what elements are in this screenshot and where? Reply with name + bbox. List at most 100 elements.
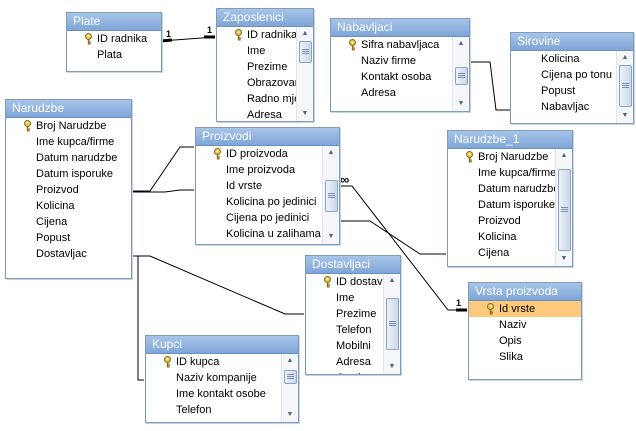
- field-id-vrste[interactable]: Id vrste: [469, 301, 581, 317]
- field-opis[interactable]: Opis: [469, 333, 581, 349]
- vertical-scrollbar[interactable]: ▲▼: [616, 51, 633, 123]
- field-ime-kupca-firme[interactable]: Ime kupca/firme: [6, 134, 131, 150]
- field-kolicina-u-zalihama[interactable]: Kolicina u zalihama: [196, 226, 322, 242]
- field-datum-isporuke[interactable]: Datum isporuke: [6, 166, 131, 182]
- field-datum-isporuke[interactable]: Datum isporuke: [448, 197, 555, 213]
- field-grad[interactable]: Grad: [306, 370, 383, 374]
- field-ime[interactable]: Ime: [306, 290, 383, 306]
- field-kolicina-po-jedinici[interactable]: Kolicina po jedinici: [196, 194, 322, 210]
- table-title[interactable]: Plate: [67, 13, 161, 31]
- scroll-down-arrow-icon[interactable]: ▼: [327, 233, 335, 240]
- field-ime[interactable]: Ime: [217, 43, 296, 59]
- vertical-scrollbar[interactable]: ▲▼: [555, 149, 572, 266]
- field-proizvod[interactable]: Proizvod: [448, 213, 555, 229]
- field-id-vrste[interactable]: Id vrste: [196, 178, 322, 194]
- scroll-up-arrow-icon[interactable]: ▲: [388, 277, 396, 284]
- field-datum-narudzbe[interactable]: Datum narudzbe: [448, 181, 555, 197]
- field-dostavljac[interactable]: Dostavljac: [6, 246, 131, 262]
- field-datum-narudzbe[interactable]: Datum narudzbe: [6, 150, 131, 166]
- scroll-up-arrow-icon[interactable]: ▲: [286, 357, 294, 364]
- scroll-down-arrow-icon[interactable]: ▼: [388, 363, 396, 370]
- scroll-down-arrow-icon[interactable]: ▼: [301, 110, 309, 117]
- field-obrazovanje[interactable]: Obrazovanje: [217, 75, 296, 91]
- field-id-radnika[interactable]: ID radnika: [67, 31, 161, 47]
- scroll-thumb[interactable]: [325, 180, 338, 212]
- field-id-dostavljaca[interactable]: ID dostavljaca: [306, 274, 383, 290]
- table-title[interactable]: Zaposlenici: [217, 9, 313, 27]
- field-mobilni[interactable]: Mobilni: [306, 338, 383, 354]
- table-title[interactable]: Narudzbe: [6, 100, 131, 118]
- field-prezime[interactable]: Prezime: [306, 306, 383, 322]
- field-cijena[interactable]: Cijena: [6, 214, 131, 230]
- field-slika[interactable]: Slika: [469, 349, 581, 365]
- scroll-up-arrow-icon[interactable]: ▲: [457, 40, 465, 47]
- table-title[interactable]: Kupci: [146, 336, 298, 354]
- scroll-thumb[interactable]: [558, 169, 571, 251]
- table-title[interactable]: Narudzbe_1: [448, 131, 572, 149]
- field-adresa[interactable]: Adresa: [331, 85, 452, 101]
- scroll-up-arrow-icon[interactable]: ▲: [560, 152, 568, 159]
- field-sifra-nabavljaca[interactable]: Sifra nabavljaca: [331, 37, 452, 53]
- field-kontakt-osoba[interactable]: Kontakt osoba: [331, 69, 452, 85]
- scroll-up-arrow-icon[interactable]: ▲: [621, 54, 629, 61]
- scroll-down-arrow-icon[interactable]: ▼: [457, 100, 465, 107]
- field-naziv[interactable]: Naziv: [469, 317, 581, 333]
- field-prezime[interactable]: Prezime: [217, 59, 296, 75]
- table-title[interactable]: Proizvodi: [196, 128, 339, 146]
- scroll-thumb[interactable]: [619, 65, 632, 107]
- table-title[interactable]: Sirovine: [511, 33, 633, 51]
- field-nabavljac[interactable]: Nabavljac: [511, 99, 616, 115]
- vertical-scrollbar[interactable]: ▲▼: [281, 354, 298, 422]
- field-plata[interactable]: Plata: [67, 47, 161, 63]
- vertical-scrollbar[interactable]: ▲▼: [296, 27, 313, 121]
- scroll-down-arrow-icon[interactable]: ▼: [286, 411, 294, 418]
- table-title[interactable]: Vrsta proizvoda: [469, 283, 581, 301]
- scroll-up-arrow-icon[interactable]: ▲: [327, 149, 335, 156]
- field-kolicina[interactable]: Kolicina: [6, 198, 131, 214]
- field-ime-proizvoda[interactable]: Ime proizvoda: [196, 162, 322, 178]
- vertical-scrollbar[interactable]: ▲▼: [322, 146, 339, 244]
- scroll-thumb[interactable]: [284, 370, 297, 384]
- scroll-down-arrow-icon[interactable]: ▼: [560, 255, 568, 262]
- table-title[interactable]: Nabavljaci: [331, 19, 469, 37]
- scroll-down-arrow-icon[interactable]: ▼: [621, 112, 629, 119]
- field-broj-narudzbe[interactable]: Broj Narudzbe: [6, 118, 131, 134]
- scroll-up-arrow-icon[interactable]: ▲: [301, 30, 309, 37]
- field-cijena[interactable]: Cijena: [448, 245, 555, 261]
- field-telefon[interactable]: Telefon: [146, 402, 281, 418]
- field-radno-mjesto[interactable]: Radno mjesto: [217, 91, 296, 107]
- field-adresa[interactable]: Adresa: [217, 107, 296, 121]
- field-id-kupca[interactable]: ID kupca: [146, 354, 281, 370]
- field-naziv-firme[interactable]: Naziv firme: [331, 53, 452, 69]
- scroll-thumb[interactable]: [299, 41, 312, 63]
- field-id-radnika[interactable]: ID radnika: [217, 27, 296, 43]
- vertical-scrollbar[interactable]: ▲▼: [452, 37, 469, 111]
- field-naziv-kompanije[interactable]: Naziv kompanije: [146, 370, 281, 386]
- field-popust[interactable]: Popust: [6, 230, 131, 246]
- field-kolicina[interactable]: Kolicina: [511, 51, 616, 67]
- scroll-thumb[interactable]: [455, 67, 468, 85]
- field-adresa[interactable]: Adresa: [306, 354, 383, 370]
- field-ime-kupca-firme[interactable]: Ime kupca/firme: [448, 165, 555, 181]
- field-popust[interactable]: Popust: [511, 83, 616, 99]
- table-title[interactable]: Dostavljaci: [306, 256, 400, 274]
- field-cijena-po-jedinici[interactable]: Cijena po jedinici: [196, 210, 322, 226]
- field-id-proizvoda[interactable]: ID proizvoda: [196, 146, 322, 162]
- vertical-scrollbar[interactable]: ▲▼: [383, 274, 400, 374]
- field-ime-kontakt-osobe[interactable]: Ime kontakt osobe: [146, 386, 281, 402]
- field-cijena-po-tonu[interactable]: Cijena po tonu: [511, 67, 616, 83]
- field-telefon[interactable]: Telefon: [306, 322, 383, 338]
- field-proizvod[interactable]: Proizvod: [6, 182, 131, 198]
- scroll-thumb[interactable]: [386, 298, 399, 350]
- field-broj-narudzbe[interactable]: Broj Narudzbe: [448, 149, 555, 165]
- field-kolicina[interactable]: Kolicina: [448, 229, 555, 245]
